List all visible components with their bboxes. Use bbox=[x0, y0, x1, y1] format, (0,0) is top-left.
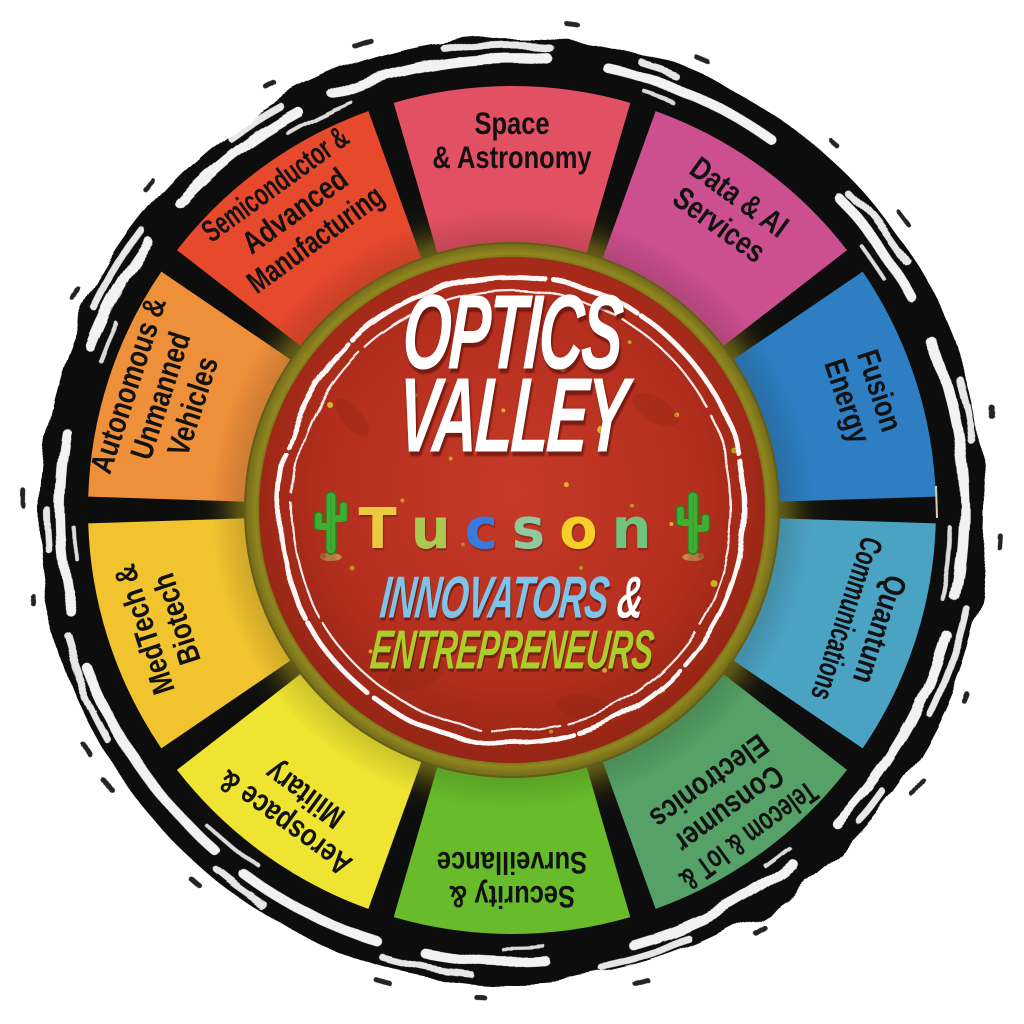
disc-speckle bbox=[461, 638, 468, 645]
disc-blotch bbox=[334, 398, 370, 437]
inner-shadow-ring bbox=[176, 174, 848, 846]
segment-label-line: & Astronomy bbox=[432, 140, 591, 175]
disc-speckle bbox=[400, 498, 405, 503]
disc-speckle bbox=[627, 340, 632, 345]
disc-blotch bbox=[632, 392, 679, 427]
disc-speckle bbox=[349, 565, 355, 571]
disc-speckle bbox=[674, 412, 680, 418]
wheel-segment-label-space-astronomy: Space& Astronomy bbox=[432, 106, 591, 175]
center-disc bbox=[259, 257, 765, 763]
disc-speckle bbox=[460, 542, 465, 547]
disc-speckle bbox=[448, 456, 453, 461]
segment-label-line: Surveillance bbox=[437, 844, 587, 879]
disc-speckle bbox=[563, 482, 569, 488]
disc-speckle bbox=[554, 424, 559, 429]
disc-speckle bbox=[327, 402, 334, 408]
disc-speckle bbox=[597, 425, 606, 434]
segment-label-line: Security & bbox=[449, 878, 575, 913]
disc-speckle bbox=[669, 521, 674, 526]
disc-speckle bbox=[629, 503, 634, 508]
disc-speckle bbox=[413, 393, 418, 398]
disc-speckle bbox=[710, 580, 718, 588]
wheel-segment-label-security-surveillance: Security &Surveillance bbox=[437, 844, 587, 913]
disc-speckle bbox=[501, 408, 506, 413]
segment-label-line: Space bbox=[474, 106, 549, 141]
disc-blotch bbox=[388, 657, 446, 692]
disc-speckle bbox=[602, 667, 607, 673]
disc-speckle bbox=[578, 565, 583, 570]
disc-speckle bbox=[560, 366, 567, 373]
disc-speckle bbox=[368, 649, 373, 654]
center-white-ring bbox=[276, 274, 748, 746]
divider-stray-mark bbox=[935, 485, 938, 519]
disc-speckle bbox=[549, 729, 554, 734]
